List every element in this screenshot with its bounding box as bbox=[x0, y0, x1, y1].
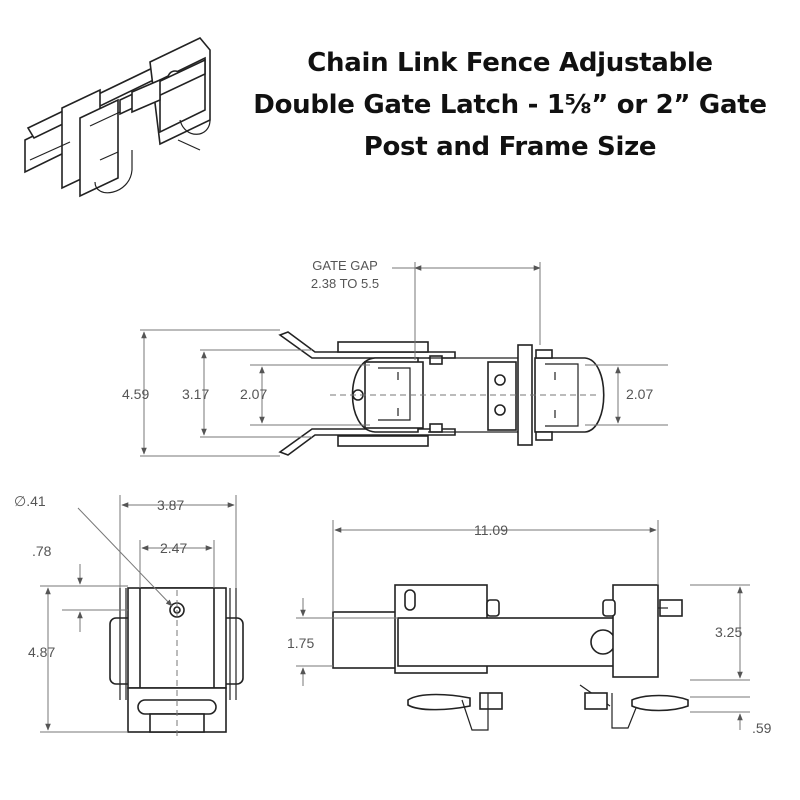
inner-height-label: 3.17 bbox=[182, 386, 209, 402]
clamp-height-label: 3.25 bbox=[715, 624, 742, 640]
title-line-2: Double Gate Latch - 1⅝” or 2” Gate bbox=[253, 90, 767, 120]
left-post-label: 2.07 bbox=[240, 386, 267, 402]
top-view-dimensions bbox=[140, 262, 668, 457]
side-height-label: 1.75 bbox=[287, 635, 314, 651]
top-view-drawing bbox=[278, 331, 605, 456]
hole-diameter-label: ∅.41 bbox=[14, 493, 46, 509]
end-view-dimensions bbox=[40, 495, 237, 733]
product-title: Chain Link Fence Adjustable Double Gate … bbox=[230, 42, 790, 168]
end-view-drawing bbox=[109, 587, 244, 740]
side-view-dimensions bbox=[296, 520, 750, 730]
product-isometric-illustration bbox=[24, 37, 211, 198]
right-post-label: 2.07 bbox=[626, 386, 653, 402]
gate-gap-label: GATE GAP bbox=[312, 258, 378, 273]
overall-height-label: 4.59 bbox=[122, 386, 149, 402]
side-view-drawing bbox=[332, 584, 689, 731]
gate-gap-range-label: 2.38 TO 5.5 bbox=[311, 276, 379, 291]
end-width-label: 3.87 bbox=[157, 497, 184, 513]
end-offset-label: .78 bbox=[32, 543, 52, 559]
overall-length-label: 11.09 bbox=[474, 522, 508, 538]
bolt-offset-label: .59 bbox=[752, 720, 772, 736]
title-line-3: Post and Frame Size bbox=[363, 132, 657, 162]
title-line-1: Chain Link Fence Adjustable bbox=[307, 48, 713, 78]
end-inner-width-label: 2.47 bbox=[160, 540, 187, 556]
end-height-label: 4.87 bbox=[28, 644, 55, 660]
